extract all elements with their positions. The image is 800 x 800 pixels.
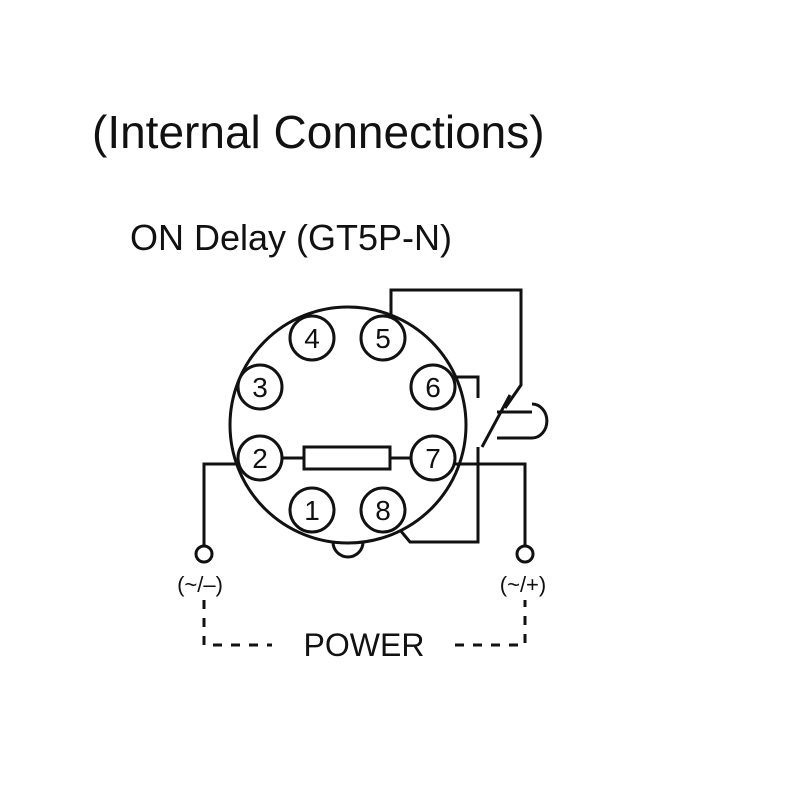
power-label: POWER (304, 627, 425, 663)
socket-body (228, 305, 468, 545)
terminal-right (515, 544, 535, 564)
wire-pin5 (389, 288, 523, 409)
pin-8-circle (359, 486, 407, 534)
terminal-right-label: (~/+) (500, 572, 546, 597)
pin-3-circle (236, 363, 284, 411)
pin-8-label: 8 (375, 495, 391, 526)
wire-pin7-to-terminal (455, 462, 527, 546)
pin-2-label: 2 (252, 443, 268, 474)
power-line-right (455, 600, 527, 647)
timer-coil (302, 445, 392, 471)
pin-6-label: 6 (425, 372, 441, 403)
pin-7-label: 7 (425, 443, 441, 474)
pin-4-circle (288, 314, 336, 362)
terminal-left-label: (~/–) (177, 572, 223, 597)
power-line-left (202, 600, 272, 647)
pin-6-circle (409, 363, 457, 411)
wire-pin2-to-terminal (202, 462, 238, 546)
wire-pin6 (455, 375, 480, 398)
pin-4-label: 4 (304, 323, 320, 354)
diagram-subtitle: ON Delay (GT5P-N) (130, 217, 452, 258)
pin-3-label: 3 (252, 372, 268, 403)
wire-pin8 (398, 447, 480, 544)
terminal-left (194, 544, 214, 564)
contact-arm (480, 394, 512, 448)
time-delay-symbol (531, 402, 549, 440)
socket-key (331, 541, 365, 559)
diagram-title: (Internal Connections) (92, 106, 545, 158)
pin-1-label: 1 (304, 495, 320, 526)
pin-1-circle (288, 486, 336, 534)
pin-5-circle (359, 314, 407, 362)
pin-5-label: 5 (375, 323, 391, 354)
